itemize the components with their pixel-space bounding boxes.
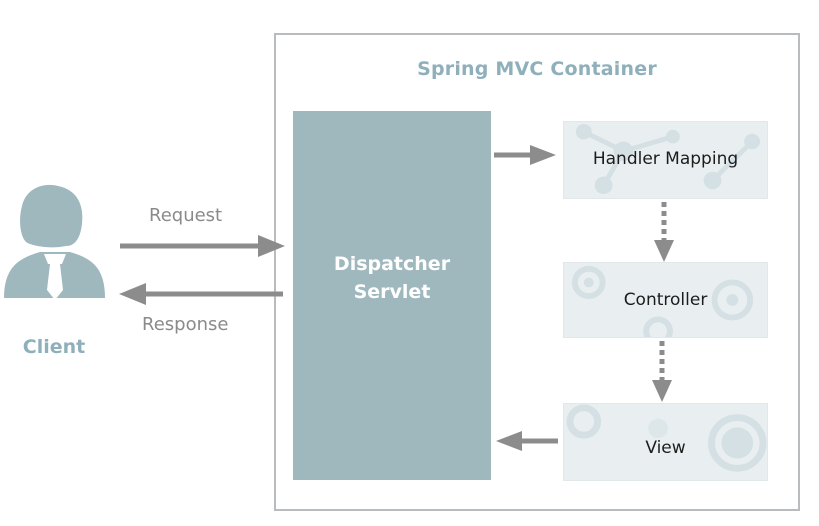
container-title: Spring MVC Container bbox=[417, 58, 657, 80]
request-label: Request bbox=[149, 205, 223, 226]
handler-mapping-node: Handler Mapping bbox=[563, 121, 768, 199]
handler-mapping-label: Handler Mapping bbox=[592, 149, 739, 169]
circle-pattern-icon bbox=[566, 404, 767, 472]
handler-to-controller-arrow bbox=[654, 202, 674, 262]
view-node: View bbox=[563, 403, 768, 481]
controller-label: Controller bbox=[623, 290, 708, 310]
controller-node: Controller bbox=[563, 262, 768, 338]
response-label: Response bbox=[142, 314, 229, 335]
dispatcher-to-handler-arrow bbox=[494, 145, 556, 165]
dispatcher-label-line2: Servlet bbox=[353, 281, 431, 303]
view-to-dispatcher-arrow bbox=[496, 431, 558, 451]
user-icon bbox=[4, 184, 105, 300]
controller-to-view-arrow bbox=[652, 341, 672, 402]
view-label: View bbox=[645, 438, 686, 458]
response-arrow bbox=[119, 283, 283, 305]
client-label: Client bbox=[22, 336, 86, 358]
dispatcher-servlet-label: Dispatcher Servlet bbox=[293, 250, 491, 306]
gear-pattern-icon bbox=[571, 265, 754, 337]
request-arrow bbox=[120, 235, 285, 257]
dispatcher-label-line1: Dispatcher bbox=[333, 253, 451, 275]
dispatcher-servlet-box bbox=[293, 111, 491, 480]
network-pattern-icon bbox=[575, 123, 761, 195]
